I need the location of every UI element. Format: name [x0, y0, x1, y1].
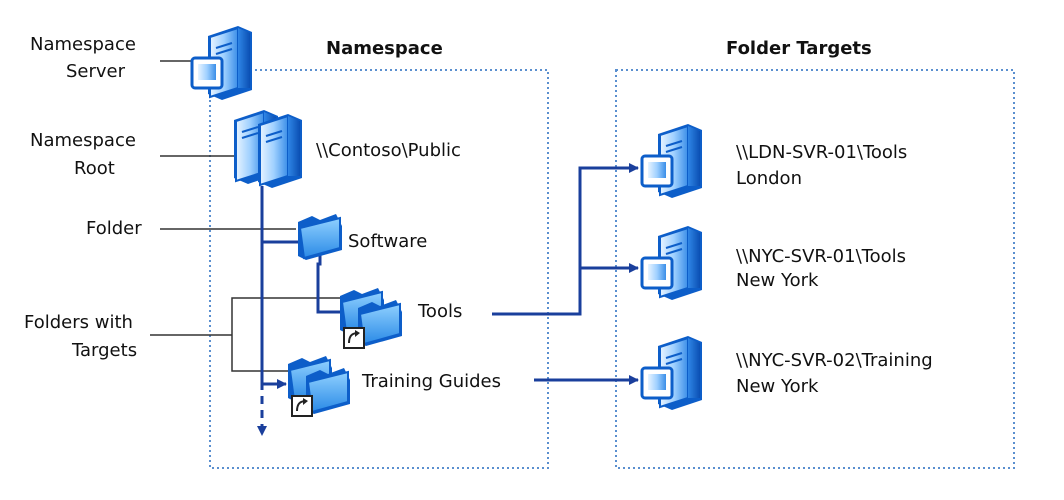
namespace-tree-lines — [257, 186, 340, 436]
target-site-nyc-02: New York — [736, 376, 819, 397]
folder-targets-header: Folder Targets — [726, 38, 872, 59]
training-guides-folder-label: Training Guides — [361, 371, 501, 392]
namespace-server-icon — [192, 26, 252, 100]
target-site-ldn-01: London — [736, 168, 802, 189]
training-guides-folder-target-icon — [288, 356, 350, 416]
target-connector-lines — [492, 163, 639, 385]
software-folder-icon — [297, 213, 343, 261]
target-path-nyc-01: \\NYC-SVR-01\Tools — [736, 246, 906, 267]
folders-with-targets-label-line2: Targets — [71, 340, 137, 361]
namespace-server-label-line1: Namespace — [30, 34, 136, 55]
namespace-root-server-icon — [233, 109, 303, 189]
folder-label: Folder — [86, 218, 142, 239]
namespace-root-label-line1: Namespace — [30, 130, 136, 151]
namespace-root-label-line2: Root — [74, 158, 115, 179]
namespace-root-path: \\Contoso\Public — [316, 140, 461, 161]
tools-folder-target-icon — [340, 288, 402, 348]
namespace-box — [209, 69, 549, 469]
namespace-server-label-line2: Server — [66, 61, 126, 82]
target-path-nyc-02: \\NYC-SVR-02\Training — [736, 350, 933, 371]
folder-targets-box — [615, 69, 1015, 469]
namespace-header: Namespace — [326, 38, 443, 59]
target-server-icon-ldn-01 — [642, 124, 702, 198]
folders-with-targets-label-line1: Folders with — [24, 312, 133, 333]
target-server-icon-nyc-02 — [642, 336, 702, 410]
label-leader-lines — [150, 60, 340, 372]
target-site-nyc-01: New York — [736, 270, 819, 291]
target-path-ldn-01: \\LDN-SVR-01\Tools — [736, 142, 907, 163]
target-server-icon-nyc-01 — [642, 226, 702, 300]
software-folder-label: Software — [348, 231, 427, 252]
tools-folder-label: Tools — [417, 301, 462, 322]
